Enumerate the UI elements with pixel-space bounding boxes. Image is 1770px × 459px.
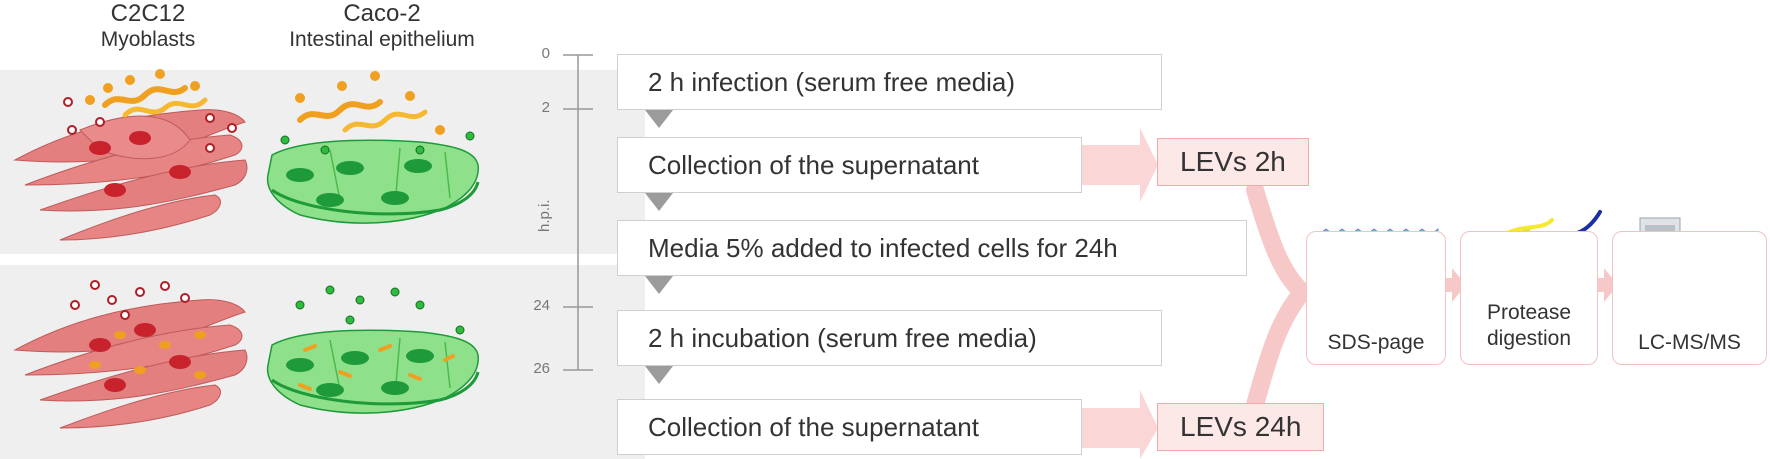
step-media-added: Media 5% added to infected cells for 24h	[617, 220, 1247, 276]
c2c12-name: C2C12	[110, 0, 186, 27]
tick-label-24: 24	[533, 297, 550, 314]
protease-digestion-box	[1460, 231, 1598, 365]
step-infection: 2 h infection (serum free media)	[617, 54, 1162, 110]
protease-digestion-label: Protease digestion	[1486, 301, 1572, 351]
caco2-lower-illustration	[266, 285, 480, 414]
caco2-label: Caco-2 Intestinal epithelium	[262, 0, 502, 52]
step-collection-2: Collection of the supernatant	[617, 399, 1082, 455]
myoblast-lower-illustration	[13, 280, 248, 429]
step-incubation: 2 h incubation (serum free media)	[617, 310, 1162, 366]
process-arrows	[1437, 268, 1618, 302]
hpi-axis-label: h.p.i.	[536, 199, 553, 232]
down-arrow-icon	[645, 193, 673, 211]
caco2-type: Intestinal epithelium	[289, 28, 475, 51]
timeline-axis	[563, 54, 593, 371]
sds-page-box	[1306, 231, 1446, 365]
c2c12-label: C2C12 Myoblasts	[68, 0, 228, 52]
tick-label-0: 0	[541, 45, 550, 62]
down-arrow-icon	[645, 110, 673, 128]
tick-label-2: 2	[541, 99, 550, 116]
tick-label-26: 26	[533, 360, 550, 377]
caco2-upper-illustration	[266, 71, 480, 224]
merge-arrows	[1246, 181, 1316, 414]
collection-arrows	[1080, 128, 1158, 459]
sds-page-label: SDS-page	[1327, 331, 1425, 354]
levs-24h-box: LEVs 24h	[1157, 403, 1325, 451]
myoblast-upper-illustration	[13, 69, 248, 241]
step-collection-1: Collection of the supernatant	[617, 137, 1082, 193]
lcms-label: LC-MS/MS	[1638, 331, 1741, 354]
c2c12-type: Myoblasts	[100, 28, 196, 51]
lcms-box	[1612, 231, 1767, 365]
down-arrow-icon	[645, 276, 673, 294]
levs-2h-box: LEVs 2h	[1157, 138, 1309, 186]
down-arrow-icon	[645, 366, 673, 384]
caco2-name: Caco-2	[343, 0, 421, 27]
